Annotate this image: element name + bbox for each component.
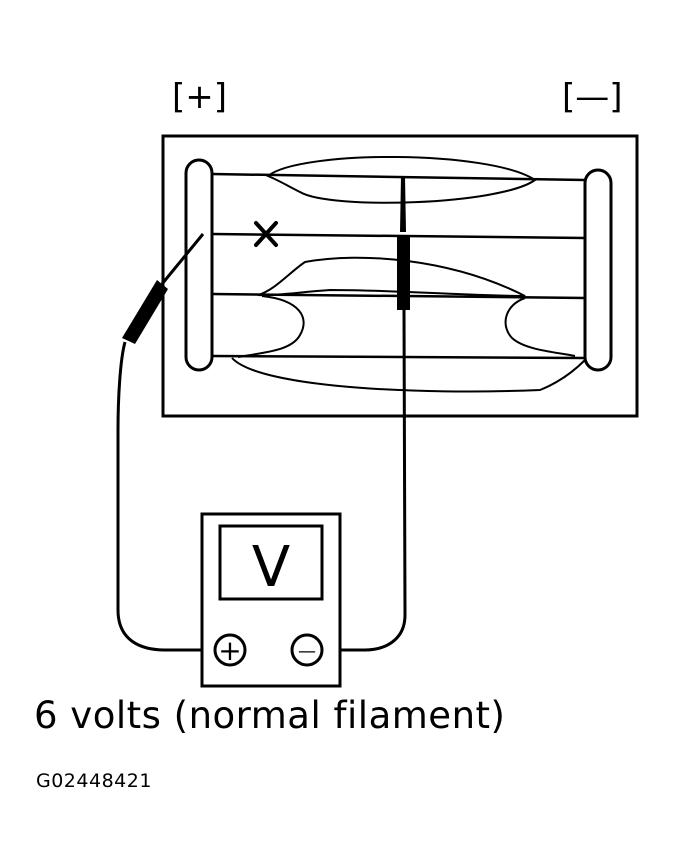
positive-terminal-label: [+] (172, 77, 227, 117)
voltmeter-display-letter: V (252, 535, 290, 600)
positive-bus-bar (184, 158, 214, 372)
negative-lead-wire (336, 309, 407, 652)
positive-lead-wire (116, 341, 210, 652)
diagram-caption: 6 volts (normal filament) (34, 694, 506, 737)
voltage-field-lobes (231, 155, 586, 393)
center-probe-tip (400, 176, 406, 232)
negative-jack-symbol: — (298, 641, 316, 662)
figure-id: G02448421 (36, 770, 152, 792)
field-lobe-middle-left (257, 256, 526, 297)
negative-bus-bar (583, 168, 613, 372)
negative-terminal-label: [—] (562, 77, 623, 117)
field-lobe-bottom (231, 357, 586, 393)
negative-jack (290, 633, 324, 667)
positive-jack-symbol: + (218, 634, 241, 667)
field-lobe-top (266, 155, 537, 204)
broken-filament-mark (254, 221, 278, 247)
left-test-probe (116, 233, 210, 652)
field-lobe-middle-bulge-right (504, 297, 576, 357)
left-probe-tip (160, 233, 205, 285)
voltmeter: V + — (200, 512, 342, 688)
field-lobe-middle-bulge-left (237, 295, 305, 358)
left-probe-handle (122, 280, 168, 344)
positive-jack (213, 633, 247, 667)
voltmeter-display (218, 524, 324, 601)
filament-line-1 (211, 172, 586, 182)
filament-line-4 (211, 354, 586, 360)
rear-window-glass (161, 134, 639, 418)
center-probe-handle (397, 236, 410, 310)
center-test-probe (336, 176, 410, 652)
